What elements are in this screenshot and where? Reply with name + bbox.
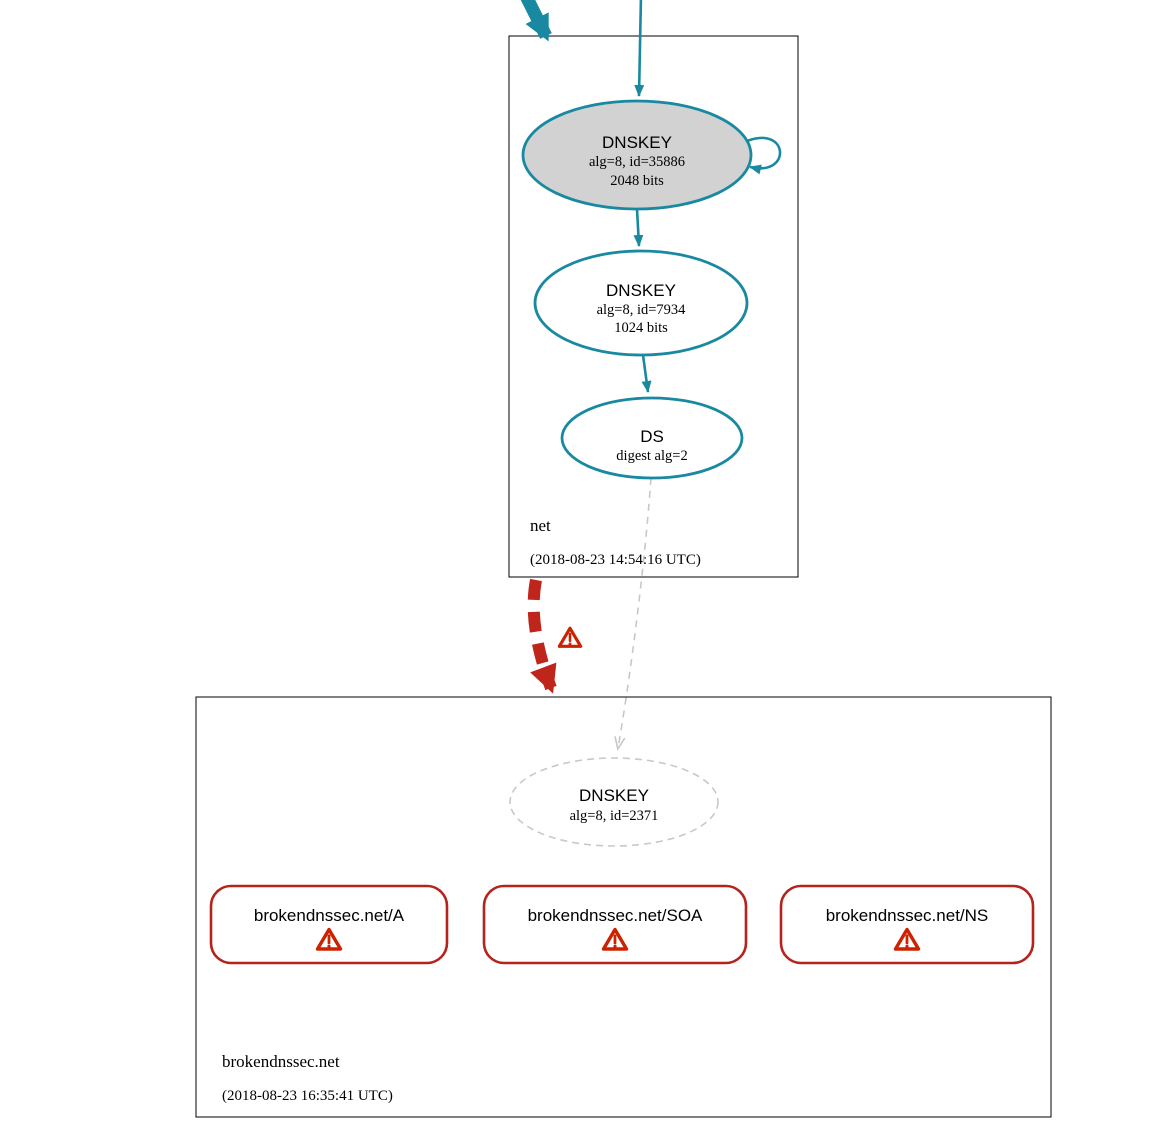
ds-ellipse — [560, 396, 744, 480]
rrset-soa-label: brokendnssec.net/SOA — [528, 906, 703, 925]
edge-incoming-thin-secure-arrow — [634, 0, 645, 97]
zone-box-brokendnssec-net: brokendnssec.net (2018-08-23 16:35:41 UT… — [195, 696, 1052, 1118]
rrset-ns-box — [779, 884, 1035, 965]
edge-zsk-to-ds-arrow — [641, 354, 652, 393]
ds-detail-digest: digest alg=2 — [616, 448, 687, 464]
zsk-detail-bits: 1024 bits — [614, 320, 668, 336]
zone-border-net — [508, 35, 799, 578]
rrset-a-box — [209, 884, 449, 965]
node-net-dnskey-zsk[interactable]: DNSKEY alg=8, id=7934 1024 bits — [533, 249, 749, 357]
zone-label-brokendnssec-net: brokendnssec.net — [222, 1052, 340, 1071]
ksk-detail-alg-id: alg=8, id=35886 — [589, 154, 685, 170]
zone-timestamp-brokendnssec-net: (2018-08-23 16:35:41 UTC) — [222, 1088, 393, 1104]
zone-box-net: net (2018-08-23 14:54:16 UTC) — [508, 35, 799, 578]
ds-title: DS — [640, 427, 664, 446]
node-rrset-ns[interactable]: brokendnssec.net/NS — [779, 884, 1035, 965]
rrset-soa-box — [482, 884, 748, 965]
node-net-ds[interactable]: DS digest alg=2 — [560, 396, 744, 480]
zone-border-brokendnssec-net — [195, 696, 1052, 1118]
edge-ds-to-child-dnskey-dashed-arrow — [614, 477, 652, 752]
node-rrset-soa[interactable]: brokendnssec.net/SOA — [482, 884, 748, 965]
edge-ksk-to-zsk-arrow — [633, 208, 644, 247]
ksk-ellipse — [521, 99, 753, 211]
zsk-title: DNSKEY — [606, 281, 676, 300]
edge-bogus-delegation-arrow — [527, 578, 557, 694]
ksk-detail-bits: 2048 bits — [610, 173, 664, 189]
rrset-ns-label: brokendnssec.net/NS — [826, 906, 989, 925]
edge-incoming-thick-secure-arrow — [520, 0, 552, 42]
missing-dnskey-title: DNSKEY — [579, 786, 649, 805]
missing-dnskey-detail-alg-id: alg=8, id=2371 — [570, 808, 659, 824]
zone-label-net: net — [530, 516, 551, 535]
zone-timestamp-net: (2018-08-23 14:54:16 UTC) — [530, 552, 701, 568]
rrset-a-label: brokendnssec.net/A — [254, 906, 405, 925]
node-net-dnskey-ksk[interactable]: DNSKEY alg=8, id=35886 2048 bits — [521, 99, 753, 211]
edge-ksk-self-sign-loop — [746, 136, 782, 175]
ksk-title: DNSKEY — [602, 133, 672, 152]
missing-dnskey-ellipse — [509, 757, 719, 847]
delegation-warning-icon — [557, 626, 583, 648]
node-rrset-a[interactable]: brokendnssec.net/A — [209, 884, 449, 965]
zsk-detail-alg-id: alg=8, id=7934 — [597, 302, 687, 318]
node-broken-dnskey-missing[interactable]: DNSKEY alg=8, id=2371 — [509, 757, 719, 847]
zsk-ellipse — [533, 249, 749, 357]
